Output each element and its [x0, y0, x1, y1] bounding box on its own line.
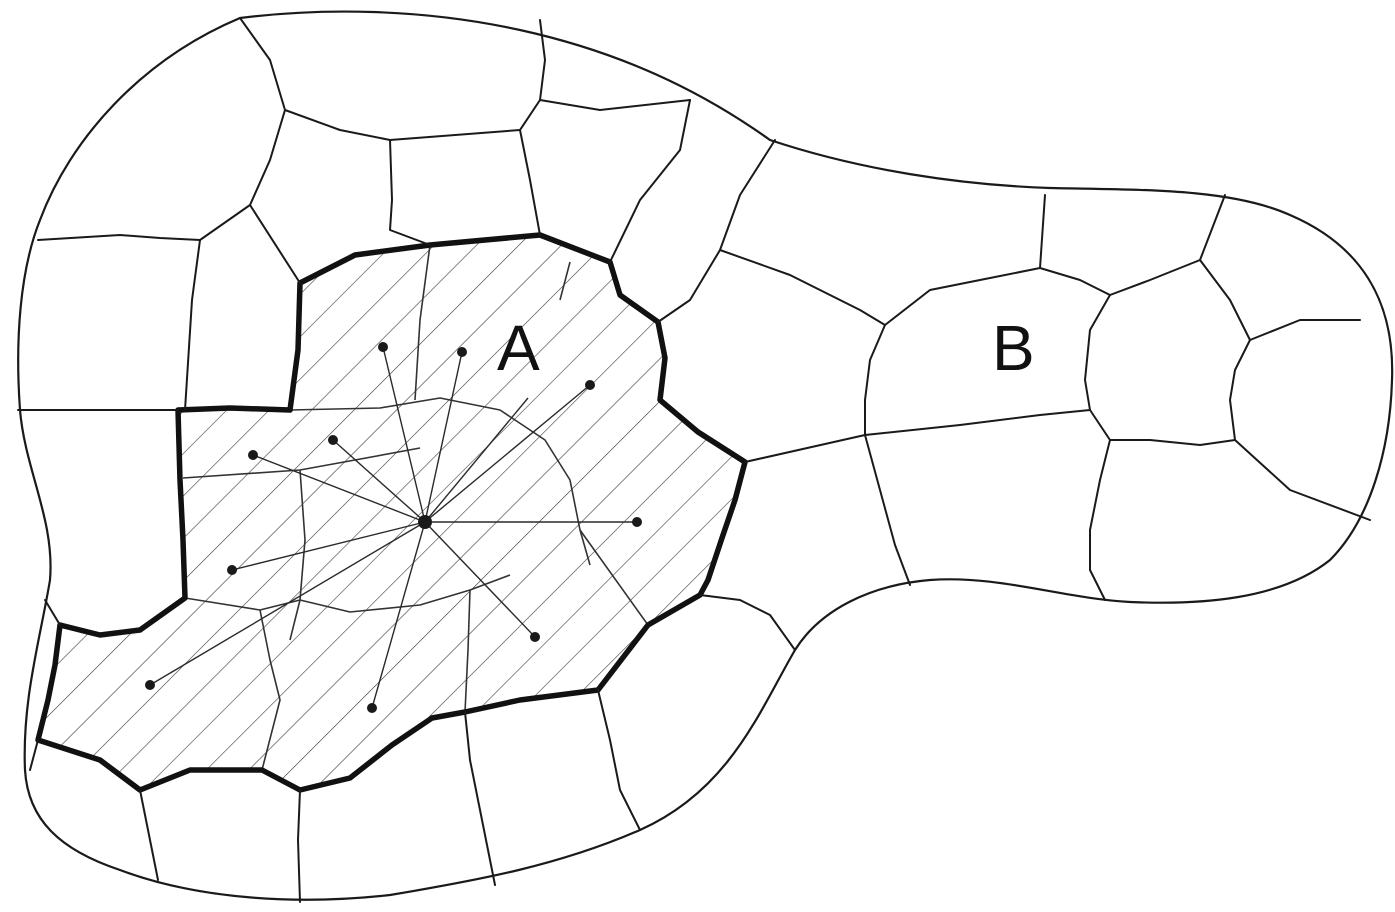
generator-dot [632, 517, 642, 527]
label-cell-b: B [992, 312, 1035, 384]
generator-dot [227, 565, 237, 575]
generator-dot [145, 680, 155, 690]
generator-dot [367, 703, 377, 713]
centre-dot [418, 515, 432, 529]
region-a-fill [38, 235, 745, 790]
generator-dot [378, 342, 388, 352]
generator-dot [248, 450, 258, 460]
generator-dot [328, 435, 338, 445]
generator-dot [530, 632, 540, 642]
label-region-a: A [497, 312, 540, 384]
generator-dot [457, 347, 467, 357]
region-a [38, 235, 745, 790]
generator-dot [585, 380, 595, 390]
